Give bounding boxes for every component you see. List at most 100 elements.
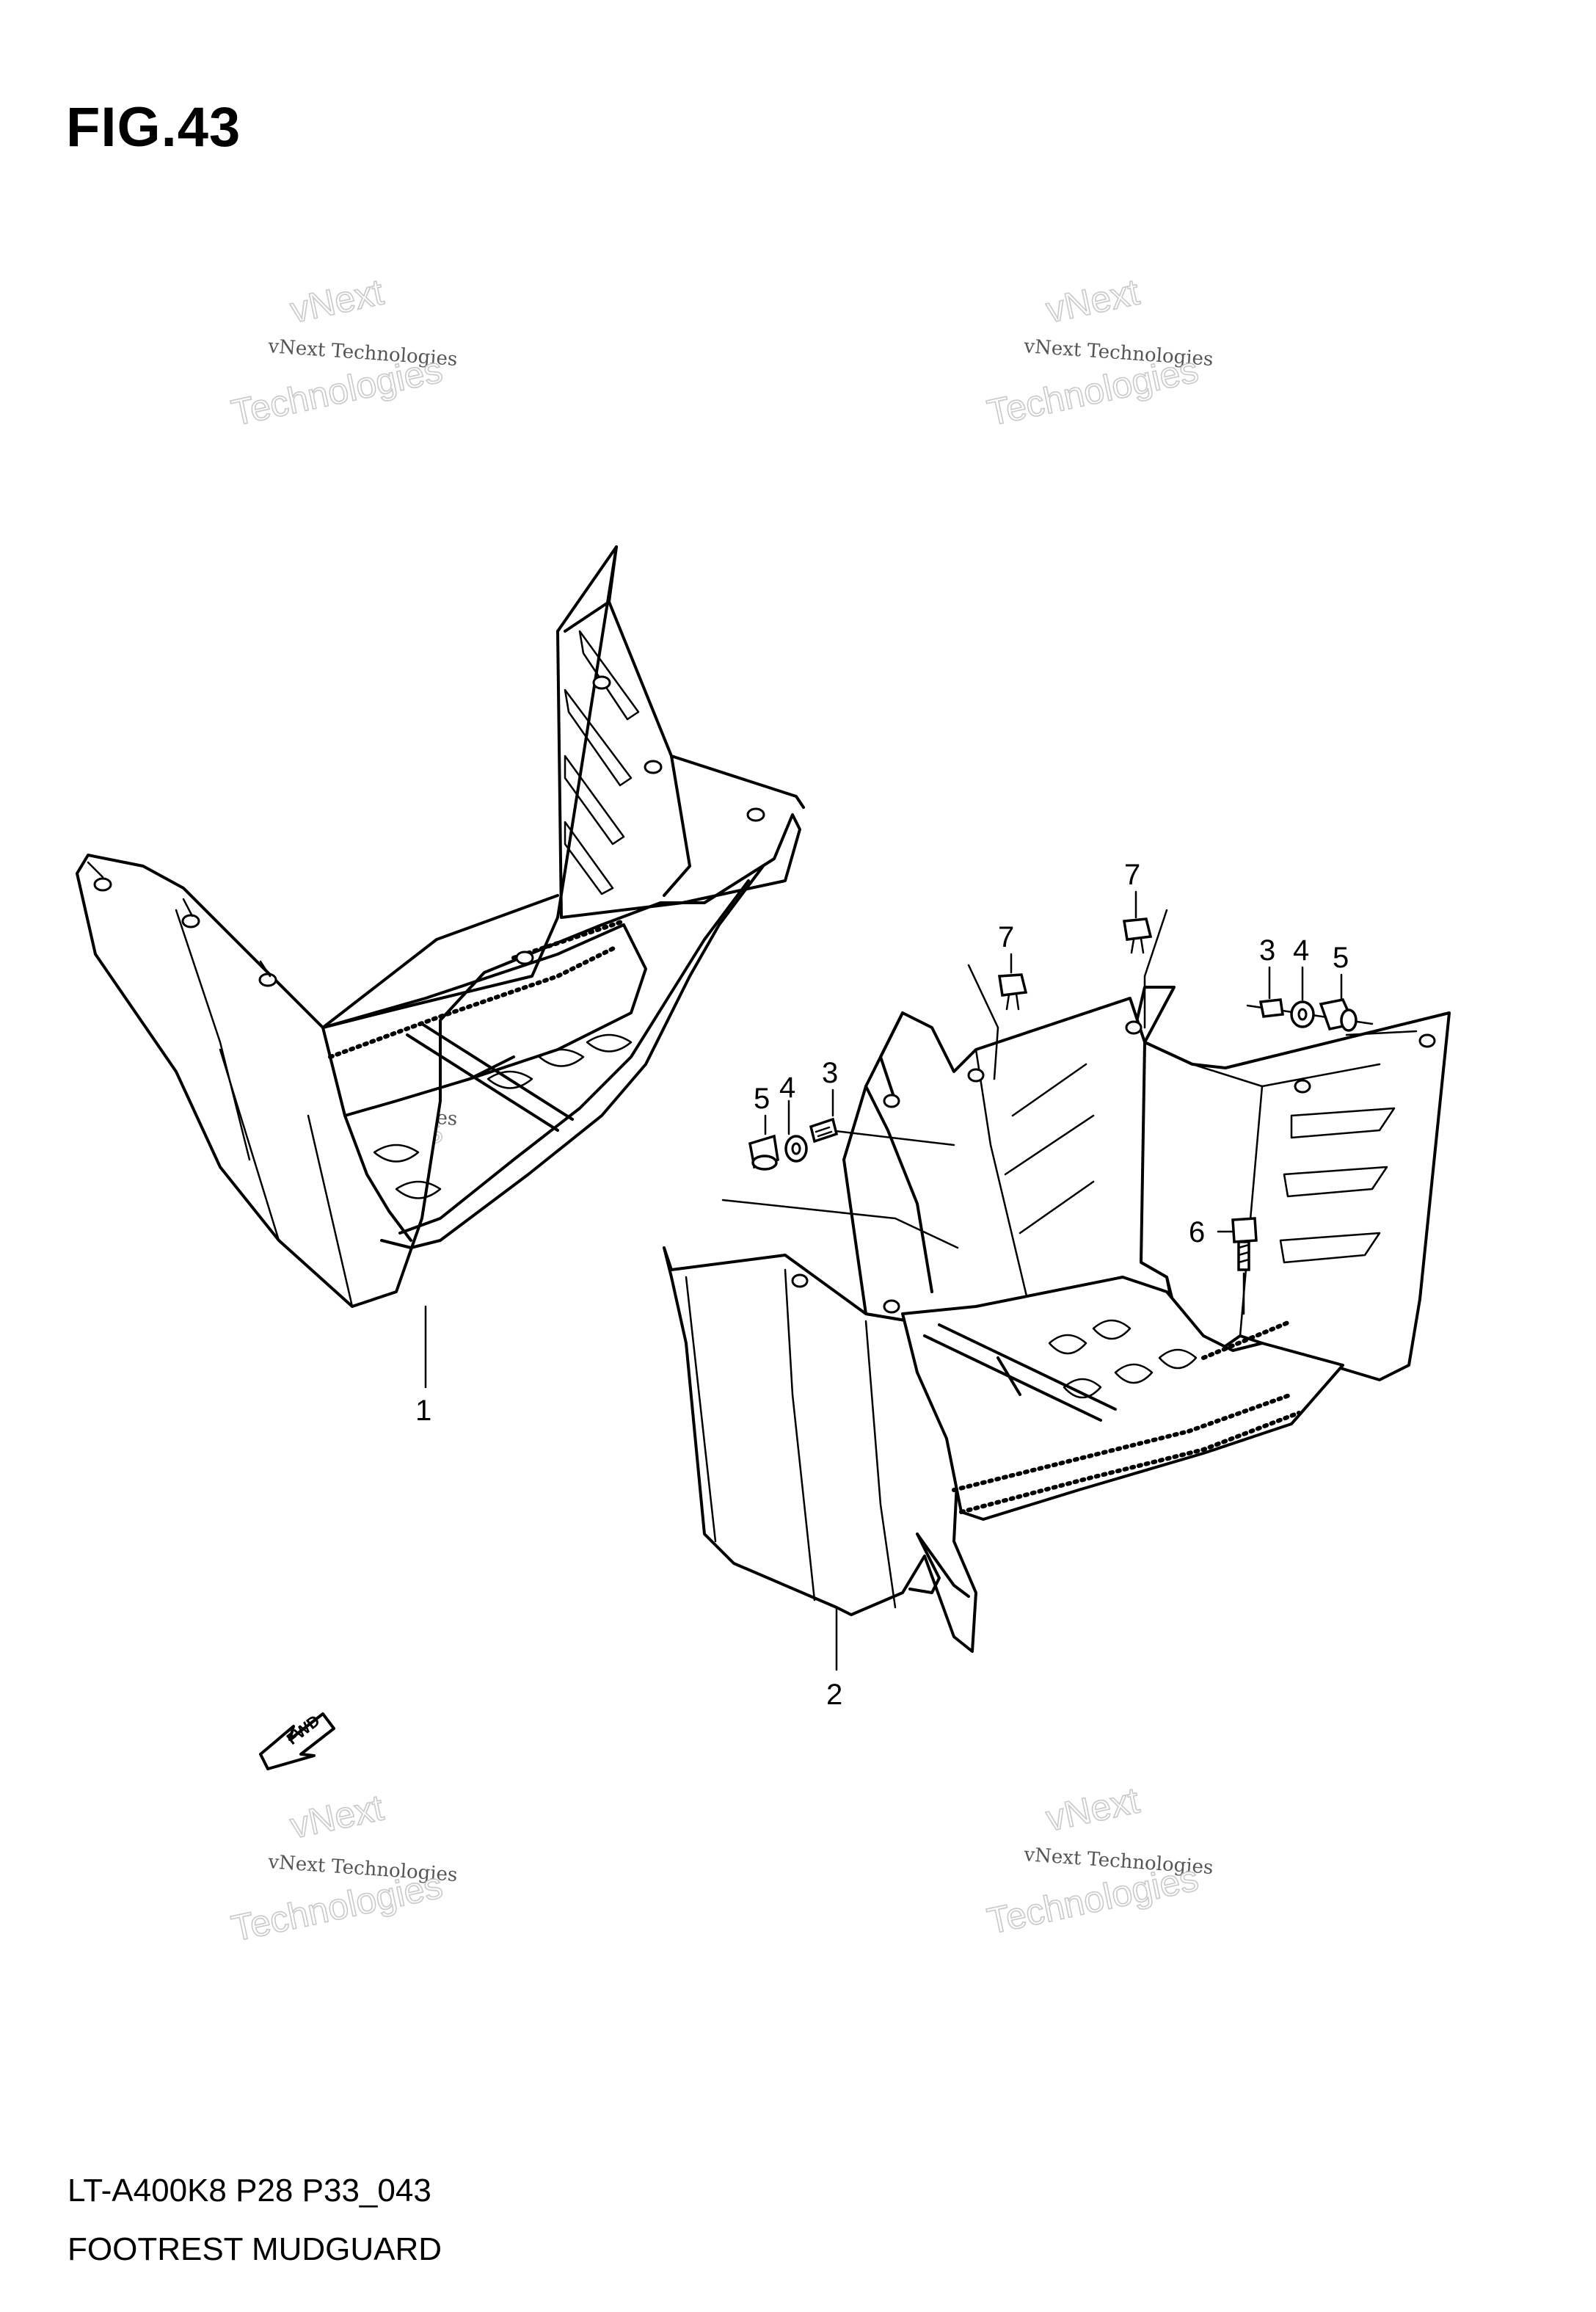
bolt-6 — [1231, 1217, 1258, 1243]
callout-5-right-label: 5 — [1333, 942, 1349, 974]
part-1-mount-hole-1 — [93, 877, 112, 892]
fastener-group-clips — [967, 890, 1258, 1315]
part-2-mount-hole-5 — [1125, 1020, 1143, 1035]
part-1-mount-hole-3 — [258, 973, 277, 987]
callout-7-left-label: 7 — [998, 921, 1014, 953]
part-2-grip-4 — [1114, 1363, 1154, 1384]
part-2-grip-5 — [1158, 1348, 1198, 1370]
watermark-vnext: vNext — [287, 1786, 387, 1846]
part-1-grip-5 — [395, 1180, 442, 1199]
part-2-side-rib-1 — [1011, 1063, 1087, 1117]
callout-3-right-label: 3 — [1259, 934, 1275, 967]
model-code: LT-A400K8 P28 P33_043 — [68, 2173, 431, 2209]
clip-7-left-guide — [967, 964, 999, 1080]
watermark-vnext: vNext — [287, 271, 387, 330]
part-1-step-plate — [321, 923, 647, 1117]
part-2-right-footrest-mudguard — [663, 986, 1451, 1671]
forward-arrow-icon: FWD — [259, 1711, 335, 1770]
part-2-footboard-dots-a — [952, 1392, 1294, 1492]
grommet-5-right-face — [1340, 1008, 1358, 1032]
callout-3-left-label: 3 — [822, 1057, 838, 1089]
part-2-side-lip — [879, 1011, 904, 1102]
clip-7-right — [1122, 917, 1153, 941]
part-1-mount-hole-2 — [181, 914, 200, 928]
part-2-vent-1 — [1290, 1107, 1396, 1139]
part-1-outline — [76, 545, 801, 1308]
watermark-vnext: vNext — [1043, 271, 1143, 330]
part-1-mount-hole-6 — [746, 807, 765, 822]
part-1-cross-bar-2 — [420, 1022, 574, 1121]
part-1-grip-4 — [373, 1144, 420, 1163]
part-2-grip-2 — [1092, 1319, 1132, 1340]
part-1-mount-hole-5 — [644, 760, 663, 774]
washer-4-right-hole — [1297, 1008, 1308, 1021]
part-2-mount-hole-7 — [1418, 1033, 1436, 1048]
part-2-vent-2 — [1283, 1166, 1388, 1198]
part-2-mount-hole-4 — [967, 1068, 985, 1083]
part-1-step-dots-a — [328, 945, 619, 1059]
screw-3-left-thread — [815, 1126, 833, 1138]
part-2-cross-bar-3 — [996, 1356, 1021, 1396]
part-1-rear-flap-fold — [663, 755, 691, 897]
part-2-front-fold-1 — [685, 1276, 717, 1543]
callout-5-left-label: 5 — [754, 1083, 770, 1115]
part-2-front-corner-edge — [916, 1533, 970, 1598]
part-2-footboard — [901, 1276, 1344, 1521]
part-2-mount-hole-1 — [791, 1273, 809, 1288]
part-1-footboard-rail-inner — [398, 879, 750, 1235]
part-2-grip-3 — [1063, 1378, 1102, 1399]
diagram-caption: FOOTREST MUDGUARD — [68, 2231, 442, 2267]
screw-3-right — [1258, 998, 1284, 1018]
part-1-vent-1 — [564, 688, 633, 787]
part-2-mount-hole-3 — [883, 1094, 900, 1108]
part-2-front-corner-tab — [908, 1533, 941, 1594]
assembly-line-left-upper — [828, 1129, 955, 1146]
part-1-left-footrest-mudguard — [76, 545, 805, 1389]
part-1-vent-4 — [578, 630, 640, 721]
watermark-top-left: vNext vNext Technologies Technologies — [227, 271, 458, 435]
part-1-cross-bar-3 — [468, 1055, 515, 1080]
figure-title: FIG.43 — [66, 96, 241, 159]
clip-7-right-legs — [1130, 937, 1145, 954]
part-1-front-fold-1 — [175, 909, 251, 1161]
part-1-tab-marks — [87, 861, 272, 978]
callout-2-label: 2 — [826, 1679, 842, 1711]
callout-6-label: 6 — [1189, 1216, 1205, 1248]
part-2-footboard-dots-b — [959, 1411, 1301, 1514]
part-2-mount-hole-6 — [1294, 1079, 1311, 1094]
watermark-bottom-left: vNext vNext Technologies Technologies — [227, 1786, 458, 1950]
clip-7-right-guide — [1143, 909, 1168, 1029]
grommet-5-left-base — [751, 1155, 778, 1171]
washer-4-left-hole — [791, 1142, 801, 1155]
assembly-line-right-2 — [1345, 1030, 1418, 1036]
part-2-cross-bar-1 — [923, 1334, 1102, 1422]
part-1-grip-2 — [586, 1033, 633, 1053]
clip-7-left — [997, 973, 1028, 997]
part-2-side-fold-1 — [864, 1085, 933, 1293]
part-1-cross-bar-1 — [406, 1033, 559, 1132]
part-1-footboard-rail — [380, 865, 765, 1249]
part-1-grip-1 — [538, 1048, 585, 1067]
part-2-grip-1 — [1048, 1334, 1087, 1355]
fastener-group-left — [721, 1088, 959, 1249]
part-1-vent-2 — [564, 755, 625, 846]
assembly-line-left-lower — [721, 1199, 959, 1249]
part-2-vent-3 — [1279, 1232, 1381, 1264]
watermark-bottom-right: vNext vNext Technologies Technologies — [983, 1779, 1214, 1943]
part-2-side-rib-3 — [1019, 1180, 1095, 1235]
bolt-6-thread — [1237, 1243, 1250, 1264]
part-2-side-rib-2 — [1004, 1114, 1095, 1176]
part-2-side-fold-2 — [974, 1048, 1029, 1301]
clip-7-left-legs — [1005, 992, 1020, 1011]
screw-3-left — [809, 1117, 839, 1144]
part-1-mount-hole-7 — [515, 950, 534, 965]
fwd-arrow-shape — [259, 1712, 335, 1770]
part-1-rear-flap-top — [608, 600, 805, 809]
callout-4-left-label: 4 — [779, 1072, 795, 1104]
part-1-mount-hole-4 — [592, 675, 611, 690]
part-1-vent-3 — [564, 821, 614, 895]
part-2-front-fold-3 — [864, 1320, 897, 1609]
watermark-top-right: vNext vNext Technologies Technologies — [983, 271, 1214, 435]
